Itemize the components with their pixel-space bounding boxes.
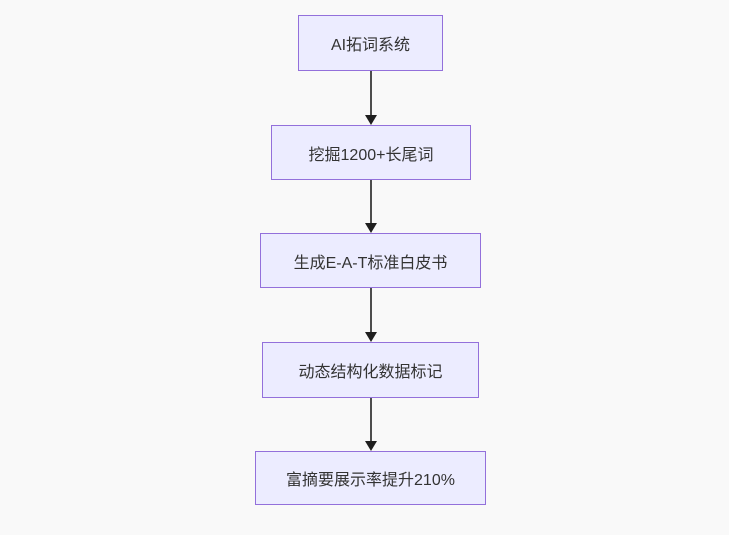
flow-arrow-3 bbox=[364, 288, 378, 342]
arrow-line bbox=[370, 71, 372, 122]
node-mine-longtail-keywords: 挖掘1200+长尾词 bbox=[271, 125, 471, 180]
arrow-line bbox=[370, 288, 372, 339]
arrowhead-down-icon bbox=[365, 441, 377, 451]
node-label: 动态结构化数据标记 bbox=[298, 364, 443, 381]
node-label: 挖掘1200+长尾词 bbox=[308, 146, 434, 164]
node-label: AI拓词系统 bbox=[330, 37, 411, 54]
flow-arrow-4 bbox=[364, 398, 378, 451]
arrowhead-down-icon bbox=[365, 223, 377, 233]
flow-arrow-1 bbox=[364, 71, 378, 125]
arrowhead-down-icon bbox=[365, 332, 377, 342]
arrow-line bbox=[370, 398, 372, 448]
node-label: 富摘要展示率提升210% bbox=[286, 472, 455, 489]
node-label: 生成E-A-T标准白皮书 bbox=[293, 254, 448, 272]
arrow-line bbox=[370, 180, 372, 230]
arrowhead-down-icon bbox=[365, 115, 377, 125]
node-generate-eat-whitepaper: 生成E-A-T标准白皮书 bbox=[260, 233, 481, 288]
node-ai-word-expansion-system: AI拓词系统 bbox=[298, 15, 443, 71]
flow-arrow-2 bbox=[364, 180, 378, 233]
node-dynamic-structured-data-markup: 动态结构化数据标记 bbox=[262, 342, 479, 398]
node-rich-snippet-rate-increase: 富摘要展示率提升210% bbox=[255, 451, 486, 505]
